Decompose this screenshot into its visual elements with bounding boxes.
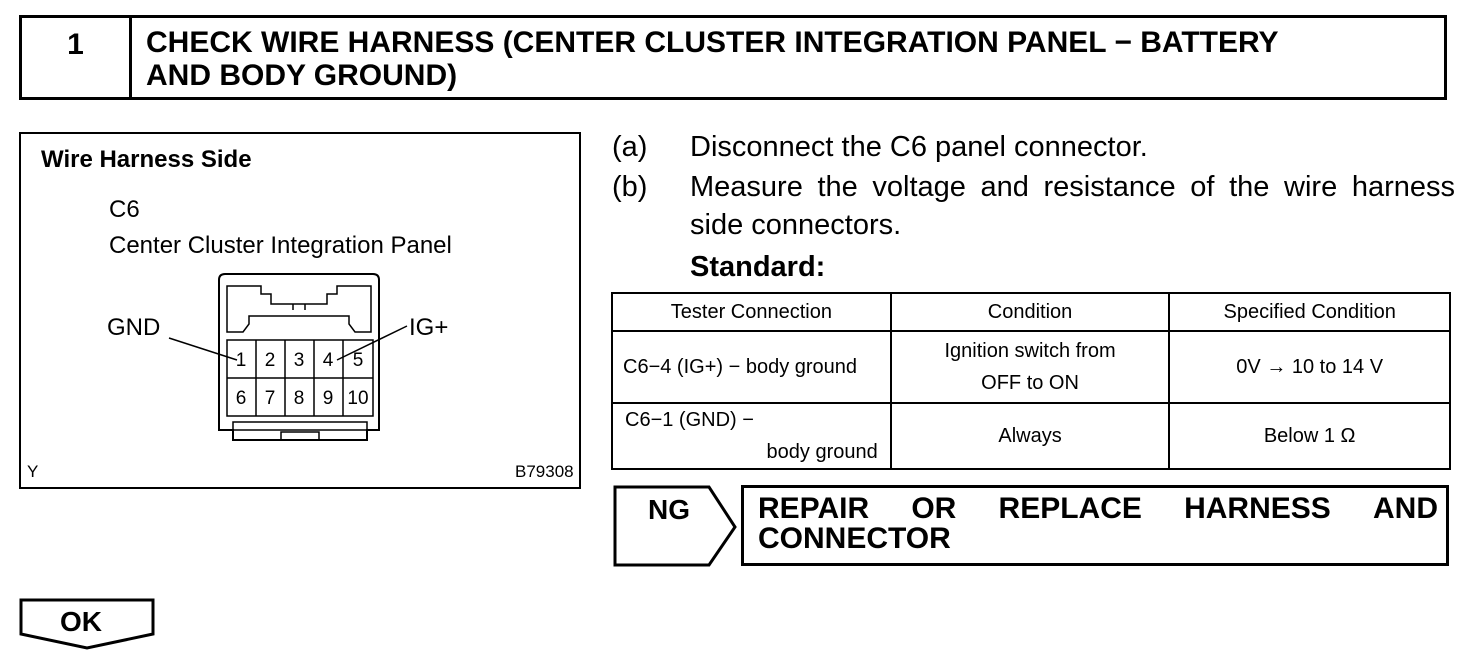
table-header-row: Tester Connection Condition Specified Co… xyxy=(611,292,1451,332)
step-number: 1 xyxy=(22,18,132,97)
step-b-text: Measure the voltage and resistance of th… xyxy=(690,171,1455,241)
step-title-line2: AND BODY GROUND) xyxy=(146,59,458,92)
ng-arrow-box xyxy=(613,485,737,567)
figure-title: Wire Harness Side xyxy=(41,146,252,173)
ng-word: OR xyxy=(911,492,957,525)
step-header: 1 CHECK WIRE HARNESS (CENTER CLUSTER INT… xyxy=(19,15,1447,100)
ig-label: IG+ xyxy=(409,314,449,341)
row1-condition-line1: Ignition switch from xyxy=(944,340,1116,362)
pin-8: 8 xyxy=(294,388,305,409)
connector-code: C6 xyxy=(109,196,140,223)
row2-connection: C6−1 (GND) − body ground xyxy=(611,402,892,470)
step-a-text: Disconnect the C6 panel connector. xyxy=(690,131,1148,163)
table-row: C6−4 (IG+) − body ground Ignition switch… xyxy=(611,330,1451,404)
pin-1: 1 xyxy=(236,350,247,371)
table-row: C6−1 (GND) − body ground Always Below 1 … xyxy=(611,402,1451,470)
row1-connection: C6−4 (IG+) − body ground xyxy=(611,330,892,404)
corner-mark: Y xyxy=(27,462,39,481)
ok-label: OK xyxy=(60,606,102,637)
pin-3: 3 xyxy=(294,350,305,371)
pin-10: 10 xyxy=(347,388,368,409)
ng-label: NG xyxy=(648,494,690,525)
step-title: CHECK WIRE HARNESS (CENTER CLUSTER INTEG… xyxy=(146,26,1436,92)
pin-7: 7 xyxy=(265,388,276,409)
ng-result-text: REPAIR OR REPLACE HARNESS AND CONNECTOR xyxy=(758,494,1438,554)
pin-9: 9 xyxy=(323,388,334,409)
figure-id: B79308 xyxy=(515,462,574,481)
connector-figure: 1 2 3 4 5 6 7 8 9 10 Wire Harness Side C… xyxy=(19,132,581,489)
header-tester-connection: Tester Connection xyxy=(611,292,892,332)
ng-word: REPLACE xyxy=(998,492,1142,525)
ok-arrow-box xyxy=(19,598,155,650)
row2-condition: Always xyxy=(889,402,1171,470)
row1-specified: 0V → 10 to 14 V xyxy=(1168,330,1451,404)
connector-name: Center Cluster Integration Panel xyxy=(109,232,452,259)
pin-4: 4 xyxy=(323,350,334,371)
row2-connection-line1: C6−1 (GND) − xyxy=(625,409,754,431)
pin-2: 2 xyxy=(265,350,276,371)
header-specified-condition: Specified Condition xyxy=(1168,292,1451,332)
header-condition: Condition xyxy=(889,292,1171,332)
step-a-label: (a) xyxy=(612,131,648,163)
pin-6: 6 xyxy=(236,388,247,409)
ng-word: REPAIR xyxy=(758,492,870,525)
connector-drawing: 1 2 3 4 5 6 7 8 9 10 xyxy=(168,273,408,441)
step-title-line1: CHECK WIRE HARNESS (CENTER CLUSTER INTEG… xyxy=(146,26,1279,59)
row1-condition: Ignition switch from OFF to ON xyxy=(889,330,1171,404)
standard-label: Standard: xyxy=(690,251,826,283)
ng-result-box: REPAIR OR REPLACE HARNESS AND CONNECTOR xyxy=(741,485,1449,566)
row2-specified: Below 1 Ω xyxy=(1168,402,1451,470)
row1-condition-line2: OFF to ON xyxy=(981,372,1079,394)
ng-result-line1: REPAIR OR REPLACE HARNESS AND xyxy=(758,494,1438,524)
step-b-label: (b) xyxy=(612,171,648,203)
ig-leader-line xyxy=(336,325,408,361)
gnd-label: GND xyxy=(107,314,161,341)
spec-table: Tester Connection Condition Specified Co… xyxy=(611,292,1451,470)
ng-result-line2: CONNECTOR xyxy=(758,522,951,555)
ng-word: AND xyxy=(1373,492,1438,525)
gnd-leader-line xyxy=(168,337,238,361)
connector-latch xyxy=(226,285,372,333)
row2-connection-line2: body ground xyxy=(766,441,878,463)
pin-5: 5 xyxy=(353,350,364,371)
ng-word: HARNESS xyxy=(1184,492,1331,525)
